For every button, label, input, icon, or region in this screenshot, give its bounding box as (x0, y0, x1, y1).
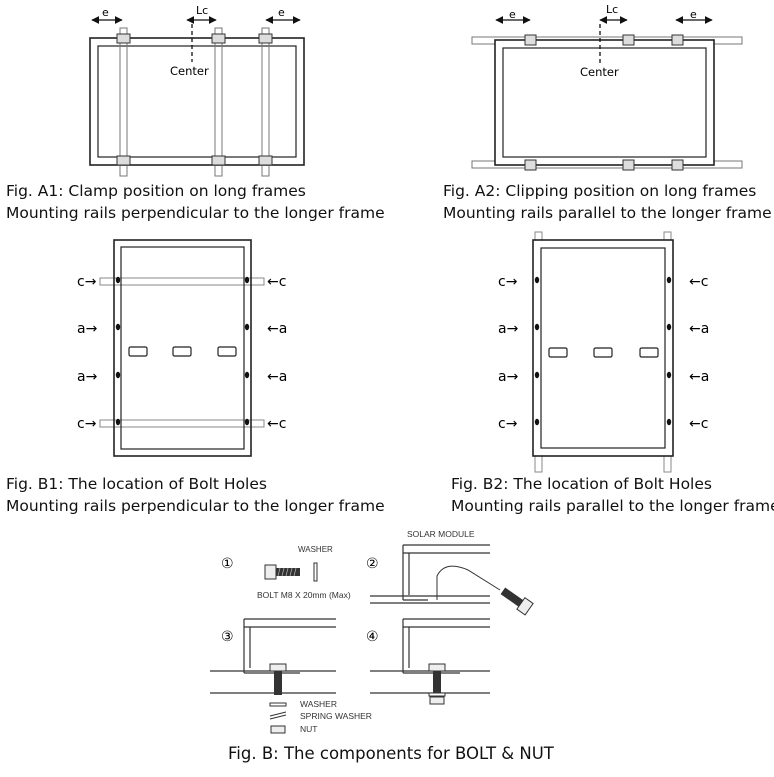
drainage-slots (548, 347, 659, 358)
step-2-number: ② (366, 556, 379, 572)
washer-icon (313, 562, 318, 582)
bolt-icon (264, 564, 300, 580)
loose-parts (269, 702, 287, 734)
fig-b1-diagram: c→ a→ a→ c→ ←c ←a ←a ←c (77, 239, 287, 457)
rail-bottom (99, 419, 265, 428)
center-label: Center (170, 64, 209, 78)
solar-module-label: SOLAR MODULE (407, 529, 475, 539)
lc-label: Lc (196, 4, 208, 17)
step-4-frame-section (370, 618, 490, 694)
module-inner-frame (540, 247, 666, 449)
lc-label: Lc (606, 3, 618, 16)
svg-text:←a: ←a (267, 321, 287, 337)
left-hole-labels: c→ a→ a→ c→ (77, 274, 98, 432)
bolt-holes (115, 276, 250, 426)
nut-icon (270, 725, 286, 734)
step-3-number: ③ (221, 629, 234, 645)
fig-b2-caption-line2: Mounting rails parallel to the longer fr… (451, 497, 774, 515)
fig-b2-diagram: c→ a→ a→ c→ ←c ←a ←a ←c (498, 231, 709, 473)
e-left-label: e (102, 6, 109, 19)
svg-text:c→: c→ (77, 274, 97, 290)
step-3-bolt-icon (269, 663, 287, 695)
step-4-assembled-bolt-icon (428, 663, 446, 705)
center-label: Center (580, 65, 619, 79)
step-4-number: ④ (366, 629, 379, 645)
fig-b-caption: Fig. B: The components for BOLT & NUT (228, 744, 554, 763)
module-inner-frame (120, 246, 245, 450)
nut-label: NUT (300, 724, 317, 734)
module-inner-frame (502, 47, 707, 158)
washer-label: WASHER (300, 699, 337, 709)
washer-icon (269, 702, 287, 707)
washer-top-label: WASHER (298, 545, 333, 554)
bolt-holes (534, 276, 672, 426)
module-outer-frame (113, 239, 252, 457)
spring-washer-label: SPRING WASHER (300, 711, 372, 721)
svg-text:←c: ←c (689, 416, 708, 432)
module-frame-section (370, 544, 490, 604)
svg-text:c→: c→ (498, 274, 518, 290)
fig-b2-caption-line1: Fig. B2: The location of Bolt Holes (451, 475, 712, 493)
right-hole-labels: ←c ←a ←a ←c (689, 274, 709, 432)
svg-text:←a: ←a (689, 321, 709, 337)
fig-b1-caption-line1: Fig. B1: The location of Bolt Holes (6, 475, 267, 493)
fig-a2-caption: Fig. A2: Clipping position on long frame… (443, 180, 772, 224)
fig-a1-caption-line2: Mounting rails perpendicular to the long… (6, 204, 385, 222)
bolt-label: BOLT M8 X 20mm (Max) (257, 590, 351, 600)
fig-b1-caption: Fig. B1: The location of Bolt Holes Moun… (6, 473, 385, 517)
e-right-label: e (690, 8, 697, 21)
e-right-label: e (278, 6, 285, 19)
clamps (116, 33, 273, 166)
fig-a1-caption: Fig. A1: Clamp position on long frames M… (6, 180, 385, 224)
spring-washer-icon (269, 711, 287, 720)
drainage-slots (128, 346, 237, 357)
svg-text:a→: a→ (77, 321, 98, 337)
clamps (524, 34, 684, 171)
module-outer-frame (89, 37, 305, 166)
svg-text:a→: a→ (498, 369, 519, 385)
fig-a2-caption-line2: Mounting rails parallel to the longer fr… (443, 204, 772, 222)
left-hole-labels: c→ a→ a→ c→ (498, 274, 519, 432)
fig-b-diagram: ① ② ③ ④ WASHER BOLT M8 X 20mm (Max) SOLA… (210, 529, 534, 734)
svg-text:←c: ←c (267, 416, 286, 432)
svg-text:a→: a→ (77, 369, 98, 385)
right-hole-labels: ←c ←a ←a ←c (267, 274, 287, 432)
svg-text:c→: c→ (77, 416, 97, 432)
svg-text:←a: ←a (267, 369, 287, 385)
insertion-arc (436, 565, 501, 600)
fig-a1-caption-line1: Fig. A1: Clamp position on long frames (6, 182, 306, 200)
step-numbers: ① ② ③ ④ (221, 556, 379, 645)
mounting-rails (119, 27, 270, 177)
svg-text:←c: ←c (689, 274, 708, 290)
svg-text:←a: ←a (689, 369, 709, 385)
step-1-number: ① (221, 556, 234, 572)
svg-text:c→: c→ (498, 416, 518, 432)
svg-text:←c: ←c (267, 274, 286, 290)
angled-bolt-icon (500, 587, 534, 616)
fig-b1-caption-line2: Mounting rails perpendicular to the long… (6, 497, 385, 515)
fig-a2-diagram: e Lc e Center (471, 3, 743, 171)
fig-b2-caption: Fig. B2: The location of Bolt Holes Moun… (451, 473, 774, 517)
fig-a1-diagram: e Lc e Center (89, 4, 305, 177)
e-left-label: e (509, 8, 516, 21)
fig-a2-caption-line1: Fig. A2: Clipping position on long frame… (443, 182, 757, 200)
module-inner-frame (97, 45, 297, 158)
rail-top (99, 277, 265, 286)
svg-text:a→: a→ (498, 321, 519, 337)
module-outer-frame (494, 39, 715, 166)
